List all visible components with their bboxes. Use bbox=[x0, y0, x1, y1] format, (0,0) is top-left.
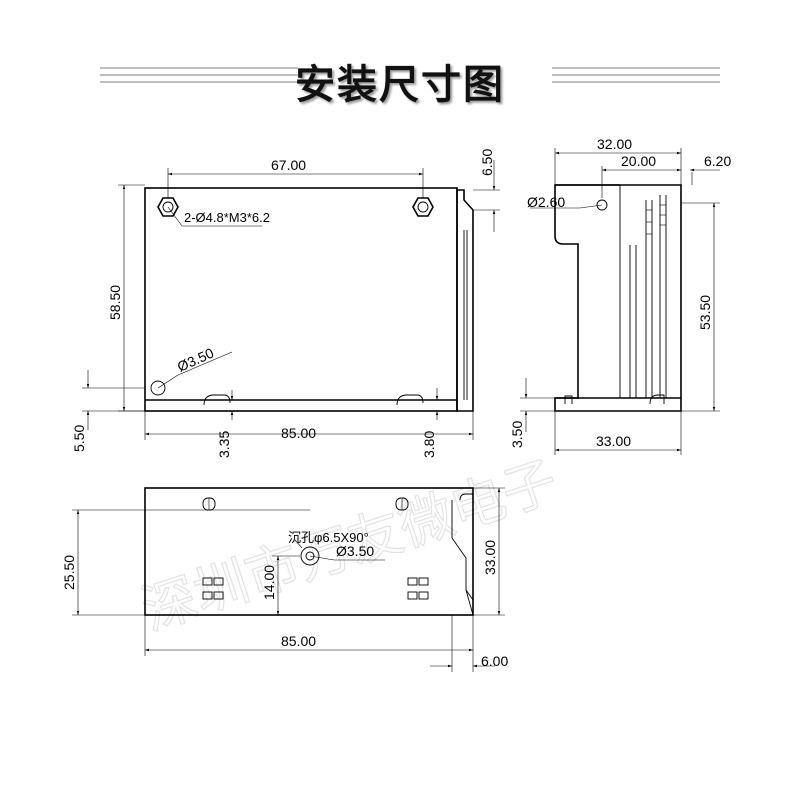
dim-side-32: 32.00 bbox=[597, 136, 632, 152]
dim-bottom-85: 85.00 bbox=[281, 633, 316, 649]
bottom-top-slot-left bbox=[202, 497, 216, 511]
dim-bottom-25-50: 25.50 bbox=[61, 555, 77, 590]
title-rule-right bbox=[552, 67, 720, 83]
nut-callout: 2-Ø4.8*M3*6.2 bbox=[184, 210, 270, 225]
bottom-view: 25.50 14.00 33.00 85.00 6.00 沉孔φ6.5X90° … bbox=[61, 487, 508, 672]
side-fin-hatch bbox=[646, 204, 666, 235]
bottom-slot-right bbox=[396, 394, 424, 406]
dim-front-67: 67.00 bbox=[271, 157, 306, 173]
front-mount-hole bbox=[150, 380, 166, 396]
dim-side-53-50: 53.50 bbox=[697, 295, 713, 330]
bottom-top-slot-right bbox=[395, 497, 409, 511]
front-view-flange bbox=[456, 189, 474, 412]
dim-side-6-20: 6.20 bbox=[704, 153, 731, 169]
bottom-slot-left bbox=[203, 394, 231, 406]
page-title: 安装尺寸图 bbox=[295, 61, 505, 108]
front-hole-callout: Ø3.50 bbox=[175, 345, 217, 375]
front-view: 67.00 58.50 6.50 5.50 85.00 3.35 3.80 2-… bbox=[71, 149, 500, 458]
dim-bottom-6: 6.00 bbox=[481, 653, 508, 669]
vent-pads-left bbox=[202, 577, 224, 600]
side-view-outline bbox=[554, 184, 682, 412]
side-view: 32.00 20.00 6.20 53.50 3.50 33.00 Ø2.60 bbox=[509, 136, 731, 455]
dim-side-20: 20.00 bbox=[621, 153, 656, 169]
dim-front-3-80: 3.80 bbox=[421, 431, 437, 458]
dim-front-5-50: 5.50 bbox=[71, 425, 87, 452]
dim-front-3-35: 3.35 bbox=[216, 431, 232, 458]
hex-nut-right bbox=[412, 197, 434, 217]
title-rule-left bbox=[100, 67, 298, 83]
vent-pads-right bbox=[407, 577, 429, 600]
dim-side-3-50: 3.50 bbox=[509, 421, 525, 448]
dim-front-58-50: 58.50 bbox=[107, 285, 123, 320]
countersink-callout: 沉孔φ6.5X90° bbox=[288, 530, 369, 545]
dim-front-85: 85.00 bbox=[281, 425, 316, 441]
dim-bottom-14: 14.00 bbox=[261, 565, 277, 600]
side-mount-hole bbox=[596, 199, 608, 211]
countersunk-hole bbox=[300, 546, 320, 566]
dim-side-33: 33.00 bbox=[596, 433, 631, 449]
dim-front-6-50: 6.50 bbox=[479, 149, 495, 176]
bottom-hole-callout: Ø3.50 bbox=[336, 543, 374, 559]
hex-nut-left bbox=[157, 197, 179, 217]
side-hole-callout: Ø2.60 bbox=[527, 194, 565, 210]
dim-bottom-33: 33.00 bbox=[482, 540, 498, 575]
